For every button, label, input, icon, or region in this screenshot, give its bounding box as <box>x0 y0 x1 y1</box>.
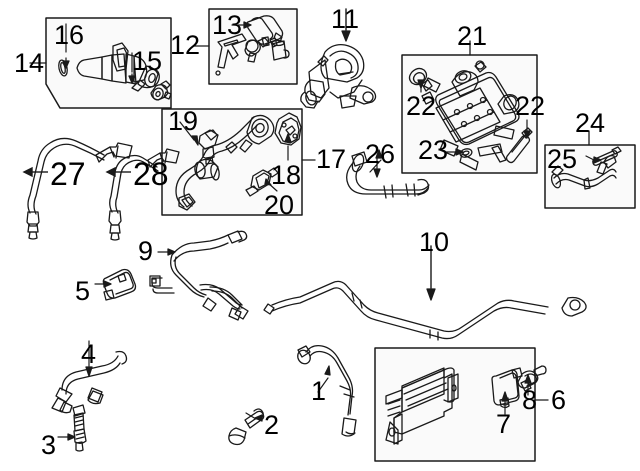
callout-21: 21 <box>457 21 488 51</box>
part-5-map-sensor <box>94 268 137 301</box>
callout-10: 10 <box>419 227 450 257</box>
part-8-vapor-valve <box>517 365 547 396</box>
callout-14: 14 <box>14 48 45 78</box>
callout-15: 15 <box>132 46 163 76</box>
part-6-canister <box>385 367 459 445</box>
part-20-temp-sensor <box>245 167 279 197</box>
callout-28: 28 <box>133 156 169 192</box>
part-16-seal <box>58 23 70 77</box>
part-7-solenoid <box>491 367 523 415</box>
callout-9: 9 <box>138 236 154 266</box>
group-box-24 <box>544 130 636 209</box>
part-9-vapor-harness <box>149 230 249 321</box>
callout-6: 6 <box>551 385 567 415</box>
callout-13: 13 <box>212 10 243 40</box>
callout-3: 3 <box>41 430 57 460</box>
callout-8: 8 <box>522 385 538 415</box>
callout-20: 20 <box>264 190 295 220</box>
part-22-gasket-left <box>408 67 428 93</box>
callout-24: 24 <box>575 108 606 138</box>
part-23-seal <box>444 148 473 158</box>
callout-1: 1 <box>311 376 327 406</box>
callout-23: 23 <box>418 135 449 165</box>
part-15-sensor <box>128 52 172 101</box>
part-4-vent-hose <box>51 340 128 414</box>
callout-22-left: 22 <box>406 91 437 121</box>
group-box-12 <box>193 8 298 85</box>
part-3-temp-sensor <box>57 404 87 452</box>
callout-16: 16 <box>54 20 85 50</box>
part-18-gasket <box>274 112 302 161</box>
part-13-coil <box>215 15 290 76</box>
callout-25: 25 <box>547 144 578 174</box>
callout-18: 18 <box>271 160 302 190</box>
callout-12: 12 <box>170 30 201 60</box>
part-17-egr-tube <box>175 114 275 211</box>
callout-11: 11 <box>331 4 360 34</box>
callout-22-right: 22 <box>515 91 546 121</box>
part-27-o2-sensor <box>26 137 133 240</box>
part-26-hose <box>346 149 430 199</box>
part-10-vapor-tube <box>263 245 587 341</box>
callout-7: 7 <box>496 409 512 439</box>
part-2-pcv-valve <box>228 408 265 446</box>
callout-5: 5 <box>75 276 91 306</box>
part-22-gasket-right <box>505 119 533 164</box>
callout-17: 17 <box>316 144 347 174</box>
part-14-camshaft <box>76 42 160 92</box>
callout-4: 4 <box>81 339 97 369</box>
part-24-tube-kit <box>550 146 622 190</box>
part-11-egr-valve <box>300 8 377 109</box>
callout-19: 19 <box>168 106 199 136</box>
part-21-egr-cooler <box>421 60 520 171</box>
callout-26: 26 <box>365 139 396 169</box>
part-1-purge-tube <box>297 344 357 437</box>
callout-2: 2 <box>264 410 280 440</box>
callout-27: 27 <box>50 156 86 192</box>
part-28-o2-sensor <box>108 148 180 241</box>
